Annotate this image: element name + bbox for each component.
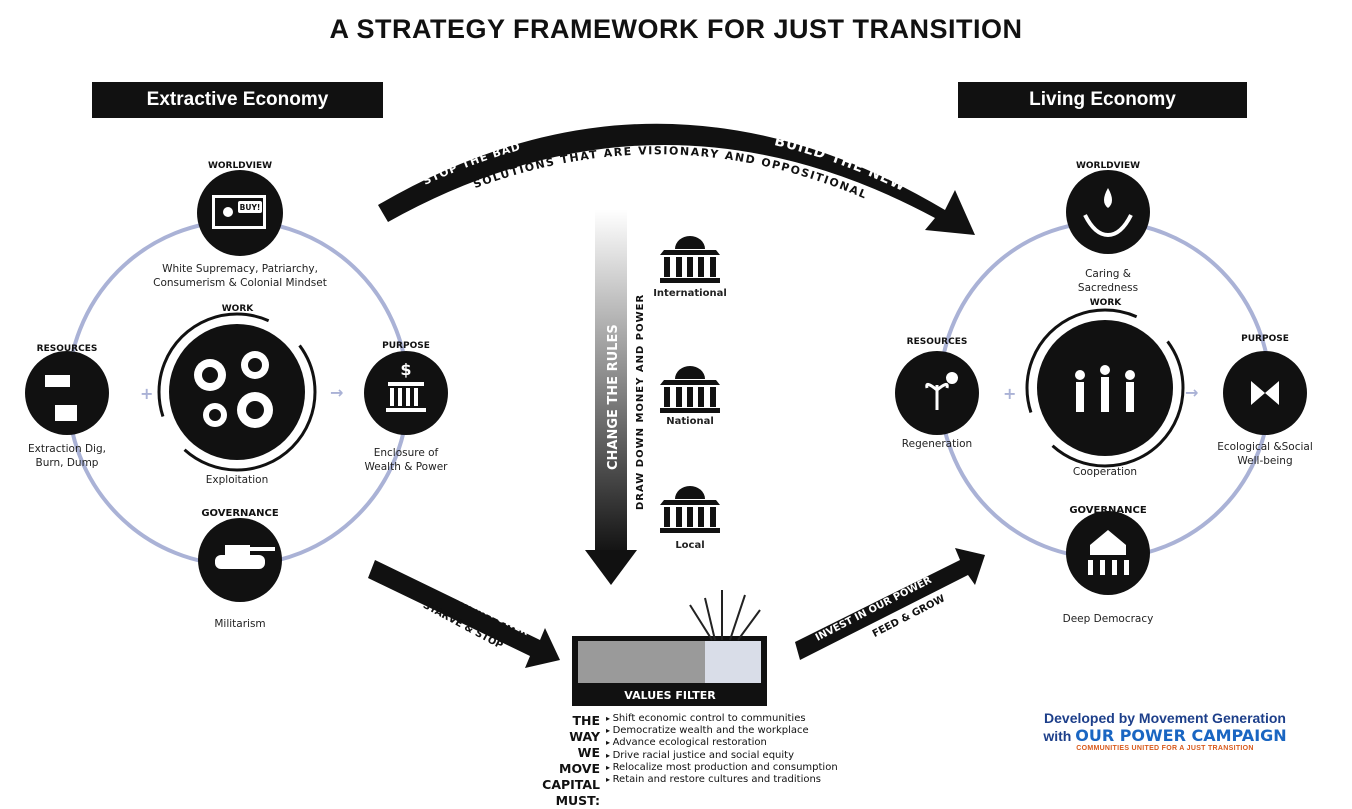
extractive-governance-label: Militarism xyxy=(214,618,266,630)
capital-principles-list: Shift economic control to communities De… xyxy=(606,713,838,786)
extractive-work-label: Exploitation xyxy=(205,474,269,486)
list-item: Drive racial justice and social equity xyxy=(606,750,838,762)
credit-block: Developed by Movement Generation with OU… xyxy=(1020,710,1310,752)
extractive-governance-tag: GOVERNANCE xyxy=(201,508,279,519)
extractive-worldview-label: White Supremacy, Patriarchy, Consumerism… xyxy=(153,263,327,289)
level-national: National xyxy=(666,416,714,427)
living-governance-tag: GOVERNANCE xyxy=(1069,505,1147,516)
extractive-resources-tag: RESOURCES xyxy=(36,344,98,354)
extractive-purpose-tag: PURPOSE xyxy=(382,341,430,351)
extractive-purpose-label: Enclosure of Wealth & Power xyxy=(364,447,448,473)
level-international: International xyxy=(653,288,727,299)
resources-extraction-icon xyxy=(25,351,109,435)
list-item: Retain and restore cultures and traditio… xyxy=(606,774,838,786)
living-economy-header: Living Economy xyxy=(958,82,1247,118)
our-power-logo: OUR POWER CAMPAIGN xyxy=(1075,726,1287,745)
level-local: Local xyxy=(675,540,705,551)
living-work-tag: WORK xyxy=(1089,298,1122,308)
extractive-worldview-tag: WORLDVIEW xyxy=(207,161,273,171)
tv-screen-buy-text: BUY! xyxy=(240,203,261,212)
extractive-resources-label: Extraction Dig, Burn, Dump xyxy=(28,443,106,469)
change-the-rules-subtitle: DRAW DOWN MONEY AND POWER xyxy=(635,294,646,510)
svg-text:→: → xyxy=(1185,383,1198,402)
values-filter-graphic xyxy=(572,590,767,706)
living-purpose-label: Ecological &Social Well-being xyxy=(1217,441,1313,467)
living-worldview-label: Caring & Sacredness xyxy=(1077,268,1139,294)
list-item: Democratize wealth and the workplace xyxy=(606,725,838,737)
living-work-label: Cooperation xyxy=(1072,466,1138,478)
extractive-work-tag: WORK xyxy=(221,304,254,314)
change-the-rules-title: CHANGE THE RULES xyxy=(606,324,621,470)
living-governance-label: Deep Democracy xyxy=(1062,613,1154,625)
credit-developer: Developed by Movement Generation xyxy=(1044,710,1286,726)
svg-text:$: $ xyxy=(400,360,411,379)
living-worldview-hands-icon xyxy=(1066,170,1150,254)
list-item: Advance ecological restoration xyxy=(606,737,838,749)
work-gears-icon xyxy=(169,324,305,460)
buy-speech-bubble xyxy=(238,201,262,213)
list-item: Shift economic control to communities xyxy=(606,713,838,725)
living-resources-label: Regeneration xyxy=(901,438,973,450)
capitol-icons xyxy=(660,236,720,533)
divest-arrow xyxy=(368,560,560,668)
svg-text:→: → xyxy=(330,383,343,402)
build-the-new-arrow xyxy=(378,123,975,235)
invest-arrow xyxy=(795,548,985,660)
list-item: Relocalize most production and consumpti… xyxy=(606,762,838,774)
page-title: A STRATEGY FRAMEWORK FOR JUST TRANSITION xyxy=(329,14,1023,44)
living-worldview-tag: WORLDVIEW xyxy=(1075,161,1141,171)
svg-text:+: + xyxy=(1003,384,1016,403)
our-power-tagline: COMMUNITIES UNITED FOR A JUST TRANSITION xyxy=(1076,745,1254,752)
svg-text:+: + xyxy=(140,384,153,403)
extractive-economy-header: Extractive Economy xyxy=(92,82,383,118)
living-resources-tag: RESOURCES xyxy=(906,337,968,347)
values-filter-label: VALUES FILTER xyxy=(624,689,716,702)
change-the-rules-arrow xyxy=(595,210,627,555)
living-purpose-tag: PURPOSE xyxy=(1241,334,1289,344)
